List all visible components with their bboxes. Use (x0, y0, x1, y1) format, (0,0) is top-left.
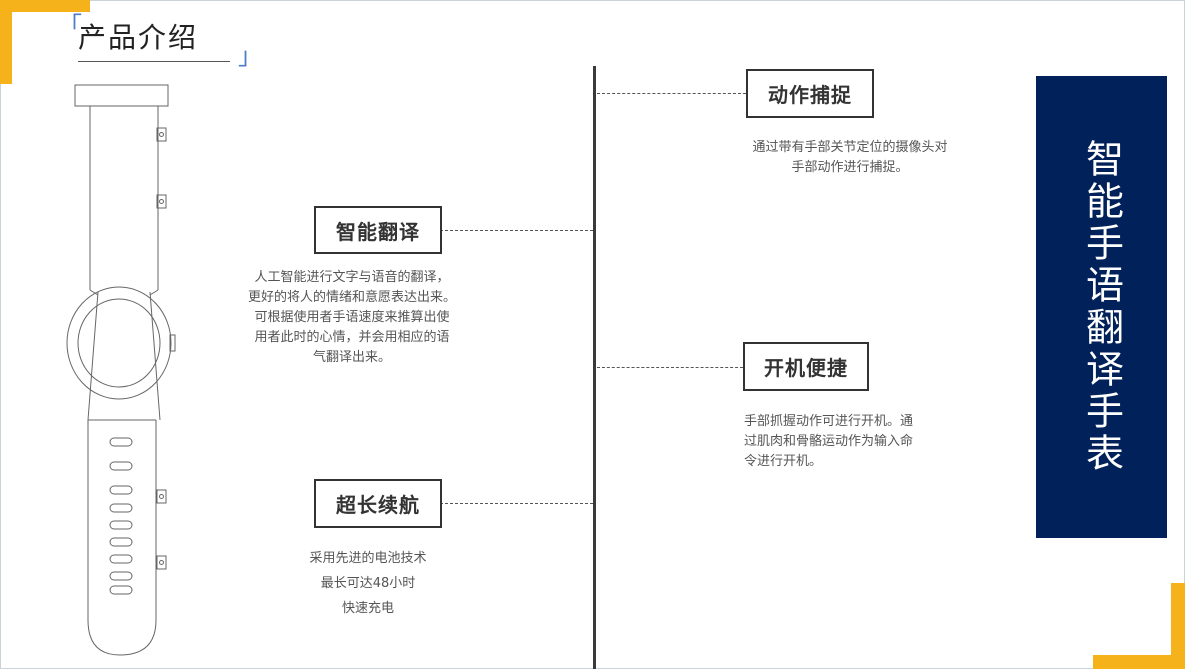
feature-translate-box: 智能翻译 (314, 206, 442, 254)
corner-accent-bottom-right (1171, 583, 1185, 669)
feature-translate-desc: 人工智能进行文字与语音的翻译， 更好的将人的情绪和意愿表达出来。 可根据使用者手… (232, 268, 472, 368)
desc-line: 气翻译出来。 (312, 350, 391, 365)
product-name-vertical-title: 智能手语翻译手表 (1079, 139, 1124, 475)
feature-capture-box: 动作捕捉 (746, 69, 874, 118)
corner-accent-top-left (0, 0, 12, 84)
desc-line: 过肌肉和骨骼运动作为输入命 (744, 434, 914, 449)
page-title: 产品介绍 (78, 21, 199, 54)
desc-line: 手部抓握动作可进行开机。通 (744, 414, 914, 429)
corner-accent-top-left-horizontal (0, 0, 90, 12)
feature-battery-box: 超长续航 (314, 479, 442, 528)
feature-power-on-label: 开机便捷 (764, 356, 848, 380)
connector-power-on (597, 367, 743, 368)
connector-battery (440, 503, 593, 504)
desc-line: 可根据使用者手语速度来推算出使 (254, 310, 450, 325)
desc-line: 最长可达48小时 (320, 576, 416, 591)
title-underline (78, 61, 230, 62)
connector-capture (597, 93, 746, 94)
feature-capture-label: 动作捕捉 (768, 83, 852, 107)
desc-line: 更好的将人的情绪和意愿表达出来。 (247, 290, 456, 305)
feature-translate-label: 智能翻译 (336, 219, 420, 244)
product-name-panel: 智能手语翻译手表 (1036, 76, 1167, 538)
title-bracket-open: 「 (58, 12, 82, 40)
title-bracket-close: 」 (238, 42, 262, 70)
desc-line: 用者此时的心情，并会用相应的语 (254, 330, 450, 345)
desc-line: 采用先进的电池技术 (309, 551, 427, 566)
feature-power-on-box: 开机便捷 (743, 342, 869, 391)
center-divider-line (593, 66, 596, 669)
watch-illustration (66, 84, 176, 656)
desc-line: 快速充电 (341, 601, 394, 616)
feature-capture-desc: 通过带有手部关节定位的摄像头对 手部动作进行捕捉。 (730, 138, 970, 178)
desc-line: 令进行开机。 (744, 454, 823, 469)
desc-line: 手部动作进行捕捉。 (791, 160, 909, 175)
feature-battery-desc: 采用先进的电池技术 最长可达48小时 快速充电 (268, 546, 468, 621)
desc-line: 人工智能进行文字与语音的翻译， (254, 270, 450, 285)
desc-line: 通过带有手部关节定位的摄像头对 (752, 140, 948, 155)
connector-translate (440, 230, 593, 231)
feature-power-on-desc: 手部抓握动作可进行开机。通 过肌肉和骨骼运动作为输入命 令进行开机。 (744, 412, 954, 472)
corner-accent-bottom-right-horizontal (1093, 655, 1185, 669)
feature-battery-label: 超长续航 (336, 493, 420, 517)
